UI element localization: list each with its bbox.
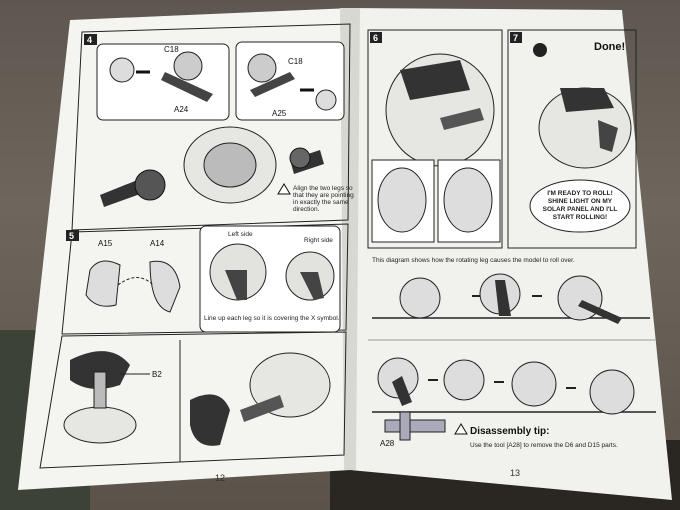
warning-icon [454, 423, 468, 435]
callout-left-bottom-label: A24 [174, 105, 189, 114]
speech-line-2: SHINE LIGHT ON MY [548, 198, 613, 205]
step5-panel: 5 A15 A14 Left side Right side Line up e… [61, 223, 349, 335]
right-side-label: Right side [304, 237, 333, 244]
speech-bubble [529, 179, 631, 233]
callout-left-top-label: C18 [164, 45, 179, 54]
callout-right: C18 A25 [235, 41, 345, 121]
disassembly-text: Use the tool [A28] to remove the D6 and … [470, 442, 618, 449]
step4-model-illustration [100, 126, 324, 207]
line-up-note: Line up each leg so it is covering the X… [204, 315, 340, 322]
part-a15-label: A15 [98, 239, 113, 248]
step4-panel: 4 C18 A24 C18 A25 [71, 23, 356, 231]
left-side-label: Left side [228, 231, 253, 238]
step4-number: 4 [87, 35, 92, 45]
callout-right-top-label: C18 [288, 57, 303, 66]
warning-text: Align the two legs so that they are poin… [293, 185, 356, 213]
done-label: Done! [594, 41, 625, 53]
roll-diagram-row-2 [372, 357, 656, 415]
step5-number: 5 [69, 231, 74, 241]
roll-diagram-row-1 [368, 273, 655, 341]
speech-line-1: I'M READY TO ROLL! [547, 190, 613, 197]
right-page-number: 13 [510, 468, 520, 478]
left-page-number: 12 [215, 473, 225, 483]
alignment-warning: Align the two legs so that they are poin… [277, 183, 356, 213]
speech-line-3: SOLAR PANEL AND I'LL [543, 206, 618, 213]
step6-number: 6 [373, 33, 378, 43]
sun-icon [533, 43, 547, 57]
callout-right-bottom-label: A25 [272, 109, 287, 118]
step7-panel: 7 Done! I'M READY TO ROLL! SHINE LIGHT O… [507, 29, 637, 249]
step5-bottom-panel: B2 [39, 331, 347, 469]
spine-shadow [340, 8, 360, 470]
part-b2-label: B2 [152, 370, 162, 379]
part-a14-label: A14 [150, 239, 165, 248]
tool-a28-label: A28 [380, 439, 395, 448]
speech-line-4: START ROLLING! [553, 214, 607, 221]
disassembly-tip: A28 Disassembly tip: Use the tool [A28] … [380, 411, 618, 449]
diagram-caption: This diagram shows how the rotating leg … [372, 257, 575, 264]
step7-number: 7 [513, 33, 518, 43]
disassembly-title: Disassembly tip: [470, 426, 549, 437]
callout-left: C18 A24 [96, 43, 230, 121]
step6-panel: 6 [367, 29, 503, 249]
tool-a28-icon [384, 419, 446, 433]
